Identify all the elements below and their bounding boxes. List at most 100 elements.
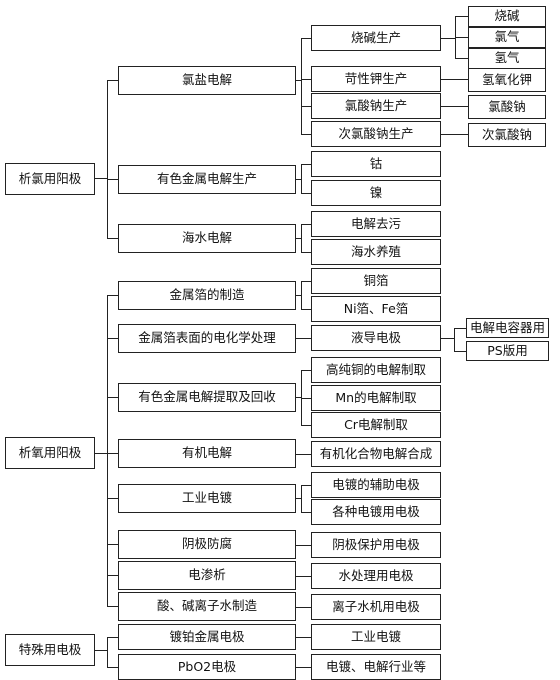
connector [301,193,311,194]
connector [301,134,311,135]
node-plating-electrolysis-industry: 电镀、电解行业等 [311,654,441,680]
node-plating-auxiliary-electrode: 电镀的辅助电极 [311,472,441,498]
connector [296,295,301,296]
connector [301,79,311,80]
node-mn-electrowinning: Mn的电解制取 [311,385,441,411]
connector [301,281,302,310]
node-nonferrous-electrolysis-production: 有色金属电解生产 [118,165,296,194]
connector [455,16,468,17]
connector [441,38,455,39]
connector [107,637,118,638]
connector [107,667,118,668]
connector [301,164,302,194]
node-ni-fe-foil: Ni箔、Fe箔 [311,296,441,322]
connector [441,79,468,80]
node-sodium-chlorate: 氯酸钠 [468,95,546,119]
node-ps-plate: PS版用 [466,341,549,361]
node-cathodic-protection: 阴极防腐 [118,530,296,559]
connector [441,134,468,135]
connector [107,453,118,454]
node-potassium-hydroxide: 氢氧化钾 [468,68,546,92]
connector [107,606,118,607]
connector [454,328,455,351]
connector [296,80,301,81]
connector [296,397,301,398]
node-cr-electrowinning: Cr电解制取 [311,412,441,438]
connector [301,106,311,107]
node-caustic-potash-production: 苛性钾生产 [311,66,441,92]
node-sodium-chlorate-production: 氯酸钠生产 [311,93,441,119]
connector [301,485,302,513]
connector [455,37,468,38]
connector [301,309,311,310]
node-cobalt: 钴 [311,151,441,177]
connector [296,637,311,638]
node-seawater-electrolysis: 海水电解 [118,224,296,253]
node-various-plating-electrodes: 各种电镀用电极 [311,499,441,525]
connector [107,295,108,607]
connector [296,576,311,577]
connector [301,252,311,253]
connector [107,295,118,296]
node-metal-foil-manufacturing: 金属箔的制造 [118,281,296,310]
connector [296,454,311,455]
node-industrial-electroplating: 工业电镀 [118,484,296,513]
node-nickel: 镍 [311,180,441,206]
connector [95,453,107,454]
connector [107,498,118,499]
node-hydrogen-gas: 氢气 [468,48,546,69]
node-electrolytic-capacitor: 电解电容器用 [466,318,549,338]
node-organic-compound-synthesis: 有机化合物电解合成 [311,441,441,467]
node-caustic-soda-production: 烧碱生产 [311,25,441,51]
connector [296,607,311,608]
connector [455,58,468,59]
connector [301,164,311,165]
connector [107,637,108,668]
connector [95,178,107,179]
connector [296,498,301,499]
connector [107,80,108,239]
connector [301,425,311,426]
connector [301,224,302,253]
node-mariculture: 海水养殖 [311,239,441,265]
connector [301,38,302,135]
node-electrolytic-decontamination: 电解去污 [311,211,441,237]
connector [107,544,118,545]
node-pbo2-electrode: PbO2电极 [118,654,296,680]
node-organic-electrolysis: 有机电解 [118,439,296,468]
node-water-treatment-electrode: 水处理用电极 [311,563,441,589]
connector [441,338,454,339]
node-metal-foil-surface-treatment: 金属箔表面的电化学处理 [118,324,296,353]
root-node-special-electrode: 特殊用电极 [5,634,95,666]
connector [107,179,118,180]
node-ionizer-electrode: 离子水机用电极 [311,594,441,620]
connector [454,351,466,352]
node-copper-foil: 铜箔 [311,268,441,294]
node-platinized-metal-electrode: 镀铂金属电极 [118,624,296,650]
connector [296,545,311,546]
node-electrodialysis: 电渗析 [118,561,296,590]
connector [301,370,311,371]
node-ionized-water-manufacturing: 酸、碱离子水制造 [118,592,296,621]
connector [95,650,107,651]
connector [301,224,311,225]
connector [296,338,311,339]
connector [107,238,118,239]
node-chlor-alkali-electrolysis: 氯盐电解 [118,66,296,95]
connector [301,485,311,486]
connector [107,338,118,339]
root-node-chlorine-anode: 析氯用阳极 [5,163,95,195]
root-node-oxygen-anode: 析氧用阳极 [5,437,95,469]
connector [301,512,311,513]
node-cathodic-protection-electrode: 阴极保护用电极 [311,532,441,558]
connector [441,106,468,107]
node-caustic-soda: 烧碱 [468,6,546,27]
connector [301,38,311,39]
node-sodium-hypochlorite-production: 次氯酸钠生产 [311,121,441,147]
node-nonferrous-extraction-recovery: 有色金属电解提取及回收 [118,383,296,412]
connector [301,281,311,282]
connector [296,667,311,668]
node-sodium-hypochlorite: 次氯酸钠 [468,123,546,147]
connector [454,328,466,329]
